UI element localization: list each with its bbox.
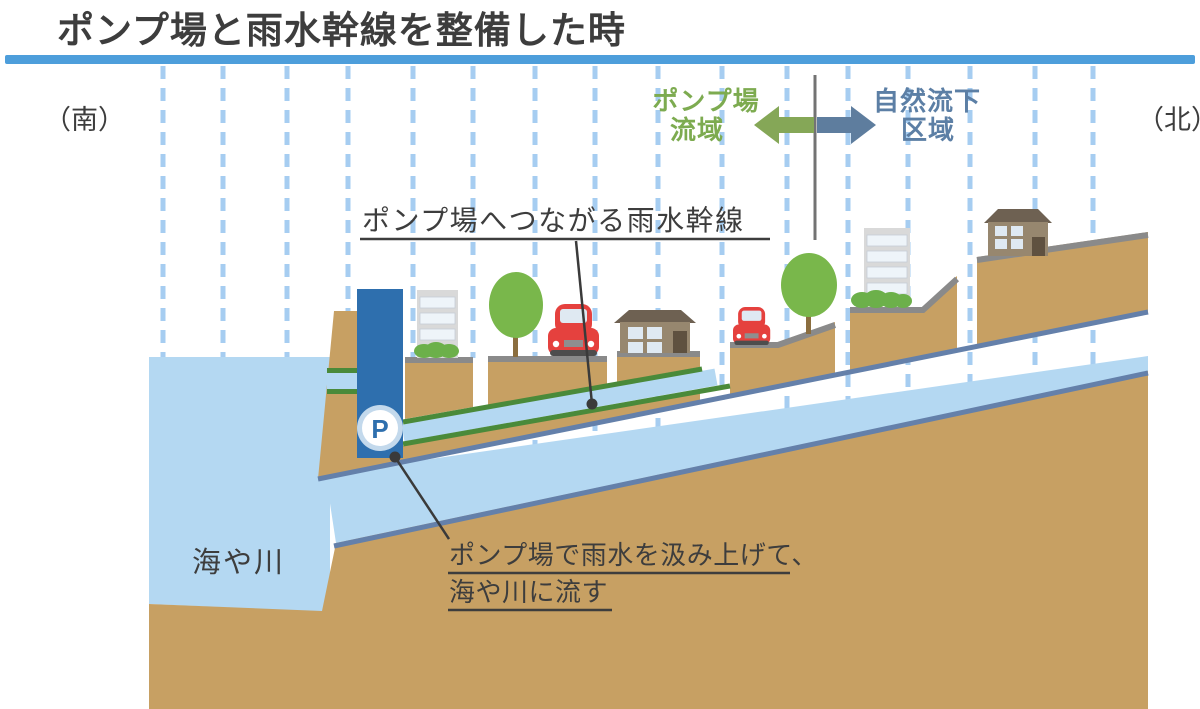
annotation-pump-action: ポンプ場で雨水を汲み上げて、 海や川に流す <box>389 451 818 612</box>
right-arrow-icon <box>817 106 876 144</box>
terrace-c <box>617 351 700 382</box>
channel-bottom-line <box>333 370 1149 549</box>
pump-badge-letter: P <box>371 414 388 444</box>
tree-2 <box>781 253 837 334</box>
levee-block <box>318 311 403 479</box>
terrace-a <box>405 357 473 419</box>
natural-flow-label-line2: 区域 <box>901 115 955 145</box>
natural-flow-label-line1: 自然流下 <box>873 86 981 116</box>
pump-action-label-line2: 海や川に流す <box>449 577 608 607</box>
pump-action-leader <box>393 456 451 540</box>
trunk-line-dot <box>586 398 598 410</box>
page-title: ポンプ場と雨水幹線を整備した時 <box>57 9 626 51</box>
house-1 <box>614 310 696 353</box>
compass-south: （南） <box>44 105 125 135</box>
house-2 <box>984 209 1052 256</box>
terrace-e <box>850 276 957 372</box>
trunk-channel-water <box>326 356 1148 543</box>
trunk-line-label: ポンプ場へつながる雨水幹線 <box>362 205 745 236</box>
trunk-line-leader <box>574 240 594 405</box>
city-objects <box>414 209 1052 358</box>
green-channel-to-pump <box>401 366 731 447</box>
tree-1 <box>489 272 543 357</box>
compass-north: （北） <box>1137 105 1200 135</box>
pump-action-label-line1: ポンプ場で雨水を汲み上げて、 <box>449 540 818 570</box>
left-arrow-icon <box>754 106 814 144</box>
pump-outlet-pipe <box>327 368 360 394</box>
car-1 <box>548 304 599 356</box>
sea-label: 海や川 <box>192 546 285 579</box>
bushes-1 <box>414 342 459 358</box>
pump-basin-label-line2: 流域 <box>670 115 724 145</box>
sea-water <box>149 357 330 612</box>
terrace-d <box>730 322 835 396</box>
channel-ceiling-line <box>317 309 1149 482</box>
car-2 <box>733 307 771 345</box>
lower-ground <box>149 371 1148 709</box>
annotation-trunk-line: ポンプ場へつながる雨水幹線 <box>360 205 770 410</box>
office-building-2 <box>864 228 910 300</box>
basin-legend: ポンプ場 流域 自然流下 区域 <box>652 75 981 240</box>
title-underline-bar <box>5 55 1195 64</box>
pump-action-dot <box>389 451 401 463</box>
pump-badge <box>362 410 398 446</box>
pump-basin-label-line1: ポンプ場 <box>652 86 759 116</box>
pump-station: P <box>357 289 403 458</box>
bushes-2 <box>851 290 912 308</box>
terrace-b <box>488 356 607 405</box>
